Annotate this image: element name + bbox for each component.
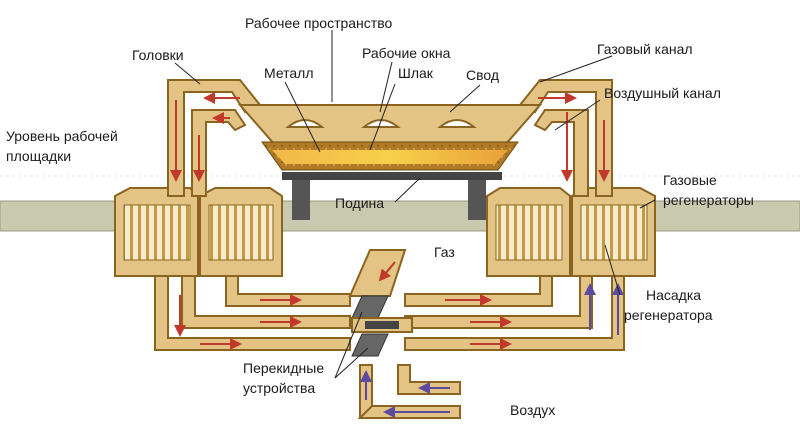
label-air-channel: Воздушный канал [604, 85, 721, 101]
label-metal: Металл [264, 65, 314, 81]
metal-bath [272, 150, 508, 164]
working-windows [285, 119, 477, 128]
hearth-support [468, 180, 486, 220]
label-gas-channel: Газовый канал [597, 41, 693, 57]
air-flow-arrows [360, 283, 624, 418]
leader-lines [174, 30, 656, 379]
gas-flow-arrows [170, 92, 610, 350]
label-gas-regenerators-2: регенераторы [663, 192, 754, 208]
label-reversing-1: Перекидные [243, 360, 324, 376]
label-gas: Газ [434, 244, 455, 260]
label-checker-1: Насадка [646, 287, 701, 303]
right-regenerators [486, 187, 656, 277]
label-platform-level-2: площадки [6, 148, 71, 164]
label-checker-2: регенератора [624, 307, 713, 323]
label-hearth: Подина [335, 195, 384, 211]
label-heads: Головки [132, 47, 184, 63]
label-gas-regenerators-1: Газовые [663, 172, 717, 188]
reversing-devices [351, 295, 413, 357]
labels: Рабочее пространство Головки Рабочие окн… [6, 15, 754, 418]
lower-channels [154, 249, 625, 419]
label-air: Воздух [510, 402, 555, 418]
label-roof: Свод [466, 67, 499, 83]
working-space [237, 104, 543, 220]
label-reversing-2: устройства [243, 380, 315, 396]
label-slag: Шлак [398, 65, 434, 81]
label-working-windows: Рабочие окна [362, 45, 451, 61]
left-regenerators [114, 187, 283, 277]
label-working-space: Рабочее пространство [245, 15, 392, 31]
hearth-support [292, 180, 310, 220]
label-platform-level-1: Уровень рабочей [6, 128, 118, 144]
